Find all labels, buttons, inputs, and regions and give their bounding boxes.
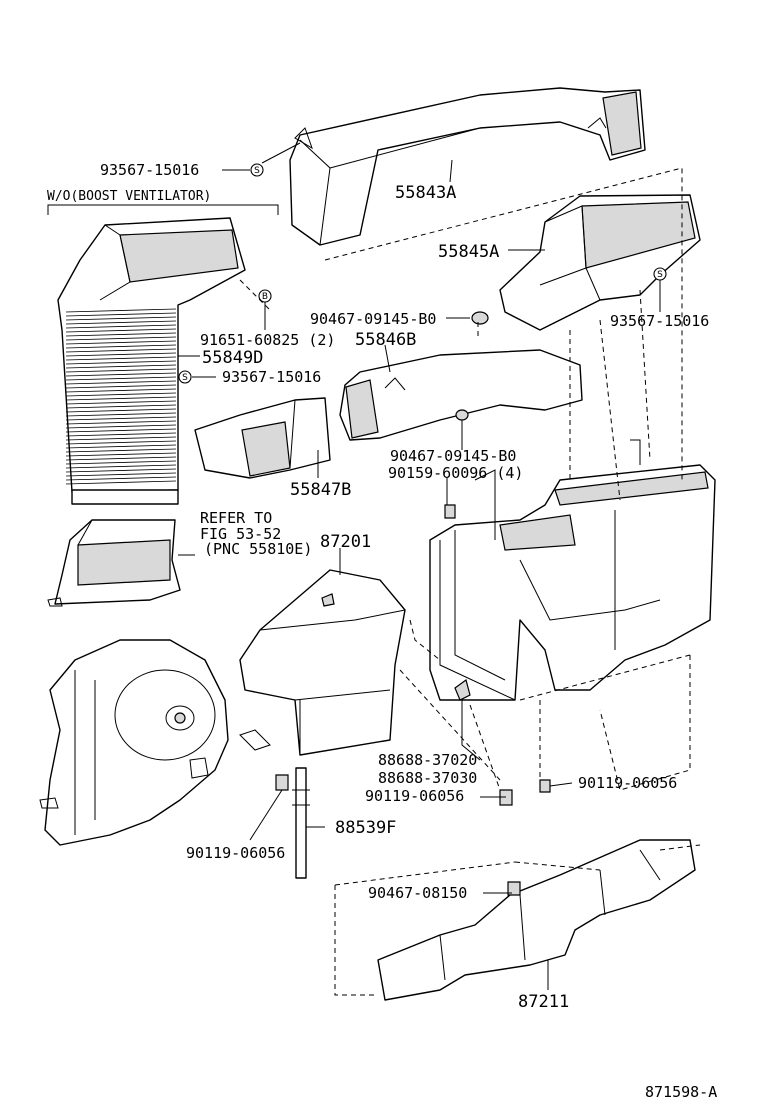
label-90119-06056-right: 90119-06056 [578, 774, 677, 792]
bellows-rib [65, 432, 177, 437]
label-87211: 87211 [518, 992, 569, 1012]
duct-55846B [339, 349, 583, 441]
bellows-rib [65, 464, 177, 469]
label-90119-06056-mid: 90119-06056 [365, 787, 464, 805]
label-93567-15016-top: 93567-15016 [100, 161, 199, 179]
duct-55847B [194, 397, 331, 479]
bellows-rib [65, 448, 177, 453]
bellows-rib [65, 320, 177, 325]
bellows-rib [65, 308, 177, 313]
clip-parts [275, 311, 551, 896]
fastener-symbols: S S B S [178, 163, 667, 384]
duct-55845A [499, 194, 701, 331]
bellows-rib [65, 336, 177, 341]
symbol-s-3: S [182, 373, 188, 383]
label-55845A: 55845A [438, 242, 499, 262]
bellows-ribs [65, 308, 177, 485]
label-88688-37020: 88688-37020 [378, 751, 477, 769]
label-90467-08150: 90467-08150 [368, 884, 467, 902]
bellows-rib [65, 480, 177, 485]
assembly-lines [239, 167, 701, 996]
bellows-rib [65, 408, 177, 413]
label-55846B: 55846B [355, 330, 416, 350]
symbol-s-2: S [657, 270, 663, 280]
symbol-s-1: S [254, 166, 260, 176]
label-55847B: 55847B [290, 480, 351, 500]
bellows-rib [65, 412, 177, 417]
label-90119-06056-left: 90119-06056 [186, 844, 285, 862]
bellows-rib [65, 436, 177, 441]
label-90159-60096: 90159-60096 (4) [388, 464, 523, 482]
blower-case-87201 [239, 569, 406, 756]
filter-unit [47, 519, 181, 607]
bellows-rib [65, 332, 177, 337]
label-91651-60825: 91651-60825 (2) [200, 331, 335, 349]
bellows-rib [65, 472, 177, 477]
blower-motor [39, 639, 229, 846]
bellows-rib [65, 404, 177, 409]
bellows-rib [65, 324, 177, 329]
rod-88539F [292, 767, 310, 879]
bellows-rib [65, 328, 177, 333]
part-labels: 93567-15016 55843A W/O(BOOST VENTILATOR)… [47, 161, 717, 1101]
bellows-rib [65, 376, 177, 381]
bellows-rib [65, 476, 177, 481]
diagram-code: 871598-A [645, 1083, 717, 1101]
bellows-rib [65, 456, 177, 461]
bellows-rib [65, 340, 177, 345]
label-93567-15016-right: 93567-15016 [610, 312, 709, 330]
bellows-rib [65, 460, 177, 465]
bellows-rib [65, 428, 177, 433]
bellows-rib [65, 384, 177, 389]
symbol-b: B [262, 292, 268, 302]
bellows-rib [65, 420, 177, 425]
bellows-rib [65, 344, 177, 349]
label-88688-37030: 88688-37030 [378, 769, 477, 787]
bellows-rib [65, 356, 177, 361]
bellows-rib [65, 312, 177, 317]
refer-note-line-3: (PNC 55810E) [204, 540, 312, 558]
bellows-rib [65, 388, 177, 393]
bellows-rib [65, 316, 177, 321]
bellows-rib [65, 444, 177, 449]
label-90467-09145-b0-mid: 90467-09145-B0 [390, 447, 516, 465]
label-87201: 87201 [320, 532, 371, 552]
bellows-rib [65, 416, 177, 421]
bellows-rib [65, 372, 177, 377]
label-55849D: 55849D [202, 348, 263, 368]
duct-55849D [57, 217, 246, 505]
refer-note-line-1: REFER TO [200, 509, 272, 527]
bellows-rib [65, 352, 177, 357]
bellows-rib [65, 380, 177, 385]
bellows-rib [65, 364, 177, 369]
bellows-rib [65, 452, 177, 457]
refer-note-line-2: FIG 53-52 [200, 525, 281, 543]
label-93567-15016-left: 93567-15016 [222, 368, 321, 386]
leader-lines [178, 142, 661, 990]
bellows-rib [65, 396, 177, 401]
label-88539F: 88539F [335, 818, 396, 838]
bellows-rib [65, 400, 177, 405]
bellows-rib [65, 424, 177, 429]
variant-bracket [47, 204, 279, 215]
label-55843A: 55843A [395, 183, 456, 203]
label-90467-09145-b0-top: 90467-09145-B0 [310, 310, 436, 328]
duct-87211 [377, 839, 696, 1001]
duct-55843A [289, 87, 646, 246]
bellows-rib [65, 468, 177, 473]
bellows-rib [65, 348, 177, 353]
bellows-rib [65, 360, 177, 365]
variant-note: W/O(BOOST VENTILATOR) [47, 189, 211, 204]
heater-unit [429, 439, 716, 701]
bellows-rib [65, 440, 177, 445]
bellows-rib [65, 392, 177, 397]
bellows-rib [65, 368, 177, 373]
